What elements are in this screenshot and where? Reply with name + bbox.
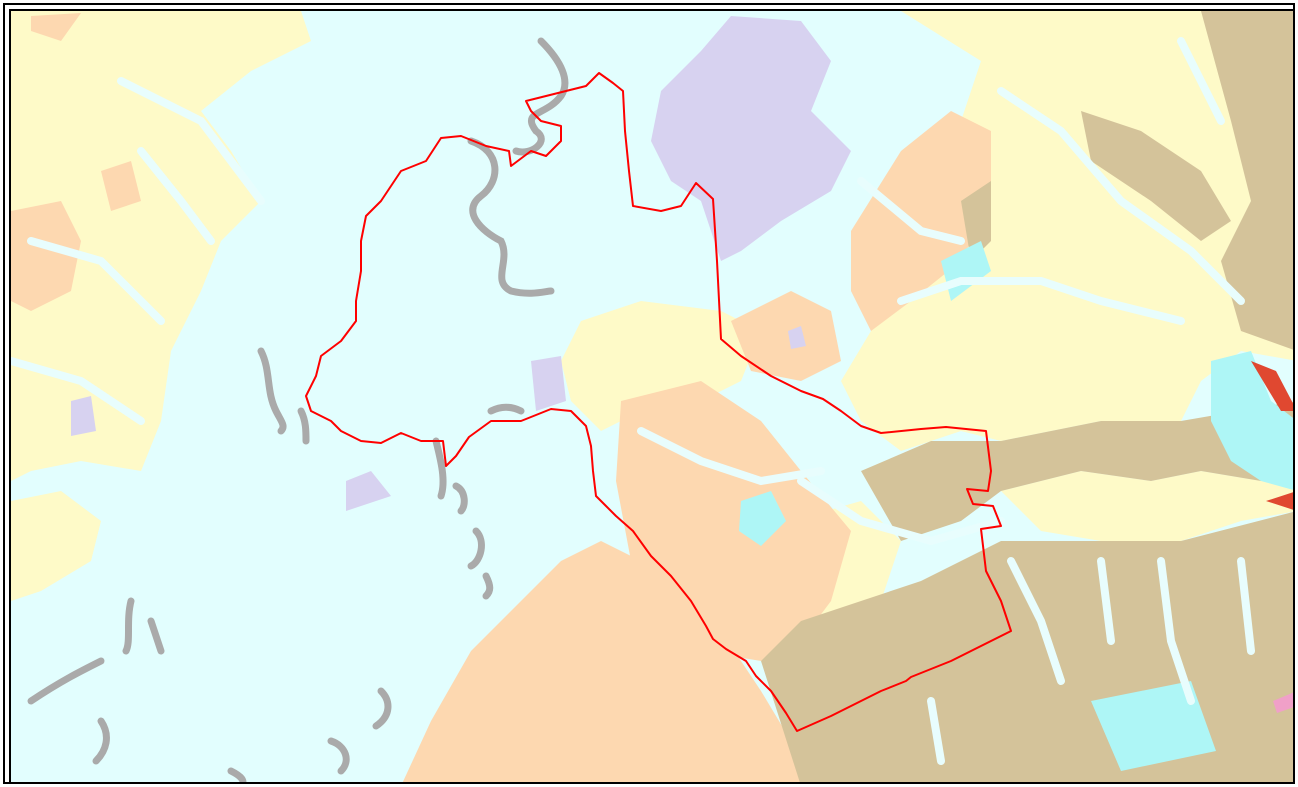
unit-light-yellow-w2 [11,491,101,601]
unit-peach-south [402,541,801,782]
unit-tan-ne2 [1081,111,1231,241]
unit-red-east [1251,361,1293,411]
unit-cyan-c [739,491,786,546]
map-frame [3,3,1295,784]
unit-light-yellow-nw [11,11,311,481]
abandoned-channels [27,37,569,782]
unit-light-yellow-se [1001,471,1293,541]
unit-cyan-se [1091,681,1216,771]
study-area-boundary[interactable] [305,72,1012,732]
unit-peach-w2 [101,161,141,211]
unit-light-yellow-center [561,301,761,431]
unit-light-yellow-ne [841,11,1293,451]
unit-peach-mid [731,291,841,381]
unit-peach-nw [31,13,81,41]
geologic-map[interactable] [11,11,1293,782]
drainage-network [11,37,1255,765]
unit-lavender-w [71,396,96,436]
map-viewport[interactable] [9,9,1293,782]
unit-tan-east [861,401,1293,541]
unit-red-east-2 [1266,492,1293,510]
unit-lavender-c2 [346,471,391,511]
unit-cyan-east [1211,351,1293,490]
unit-tan-ne1 [1201,11,1293,350]
unit-lavender-north [651,16,851,261]
unit-peach-ne [851,111,991,331]
unit-lavender-c1 [531,356,566,411]
unit-peach-w1 [11,201,81,311]
unit-lavender-c3 [788,326,806,349]
unit-tan-ne3 [961,181,991,261]
unit-pink-se [1273,692,1293,713]
